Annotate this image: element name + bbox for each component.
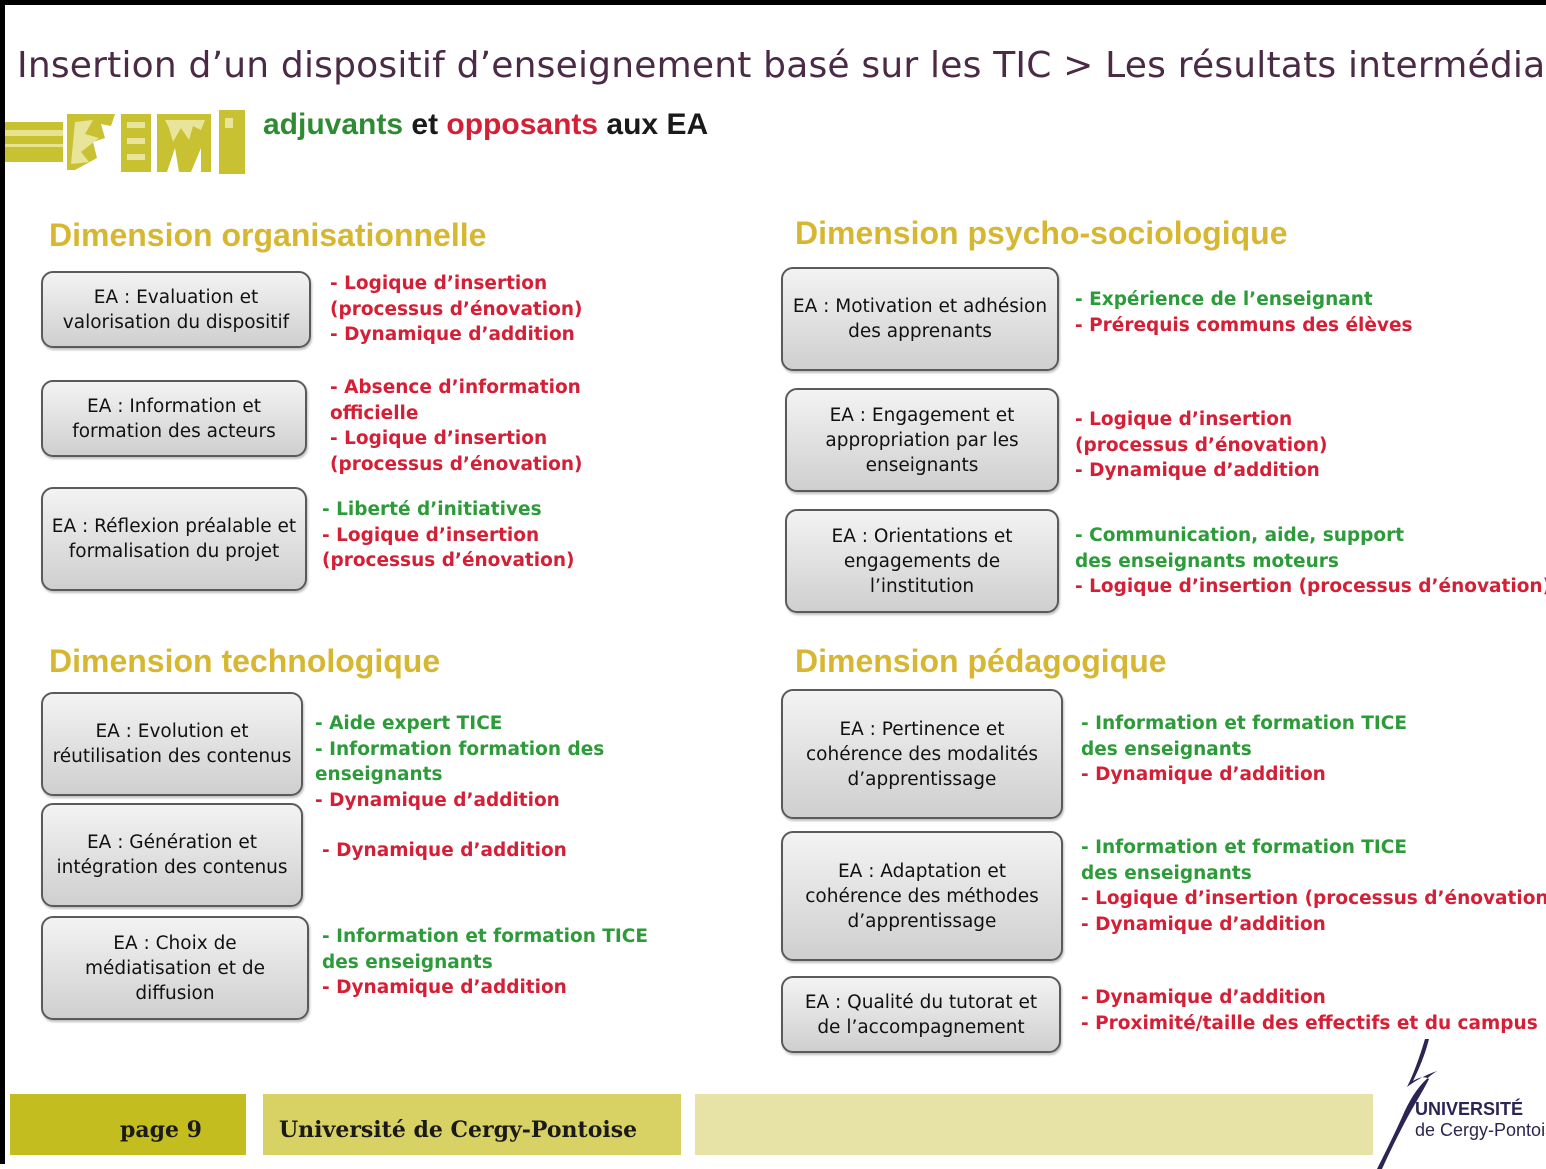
factor-item: - Logique d’insertion (processus d’énova… xyxy=(330,428,583,475)
slide-title: Insertion d’un dispositif d’enseignement… xyxy=(17,45,1546,86)
ea-box-choix: EA : Choix de médiatisation et de diffus… xyxy=(41,916,309,1020)
subtitle: adjuvants et opposants aux EA xyxy=(263,108,708,142)
factor-list: - Information et formation TICE des ense… xyxy=(1081,835,1546,937)
factor-item: - Dynamique d’addition xyxy=(322,977,567,998)
subtitle-adjuvants: adjuvants xyxy=(263,108,404,141)
factor-item: - Liberté d’initiatives xyxy=(322,499,542,520)
factor-list: - Aide expert TICE - Information formati… xyxy=(315,711,715,813)
dimension-organisationnelle-title: Dimension organisationnelle xyxy=(49,217,487,253)
factor-item: - Logique d’insertion (processus d’énova… xyxy=(1075,576,1546,597)
dimension-technologique-title: Dimension technologique xyxy=(49,643,441,679)
factor-list: - Dynamique d’addition xyxy=(322,838,652,864)
factor-item: - Dynamique d’addition xyxy=(1075,460,1320,481)
factor-item: - Dynamique d’addition xyxy=(315,789,560,811)
factor-list: - Information et formation TICE des ense… xyxy=(322,924,667,1001)
factor-item: - Logique d’insertion (processus d’énova… xyxy=(330,273,583,320)
factor-item: - Logique d’insertion (processus d’énova… xyxy=(1075,409,1328,456)
factor-item: - Dynamique d’addition xyxy=(1081,764,1326,785)
factor-item: - Expérience de l’enseignant xyxy=(1075,289,1373,310)
subtitle-et: et xyxy=(403,108,447,141)
factor-item: - Communication, aide, support des ensei… xyxy=(1075,525,1405,572)
page-number: page 9 xyxy=(120,1117,202,1143)
ea-box-evaluation: EA : Evaluation et valorisation du dispo… xyxy=(41,271,311,348)
factor-list: - Dynamique d’addition - Proximité/taill… xyxy=(1081,985,1538,1036)
ea-box-adaptation: EA : Adaptation et cohérence des méthode… xyxy=(781,831,1063,961)
footer-panel-blank xyxy=(695,1094,1373,1155)
factor-item: - Dynamique d’addition xyxy=(1081,913,1326,935)
ea-box-evolution: EA : Evolution et réutilisation des cont… xyxy=(41,692,303,796)
ea-box-pertinence: EA : Pertinence et cohérence des modalit… xyxy=(781,689,1063,819)
factor-list: - Expérience de l’enseignant - Prérequis… xyxy=(1075,287,1515,338)
footer-panel-university xyxy=(263,1094,681,1155)
factor-item: - Aide expert TICE xyxy=(315,713,503,734)
ea-box-information: EA : Information et formation des acteur… xyxy=(41,380,307,457)
ea-box-engagement: EA : Engagement et appropriation par les… xyxy=(785,388,1059,492)
decorative-logo-band xyxy=(5,110,245,174)
factor-item: - Prérequis communs des élèves xyxy=(1075,314,1413,336)
factor-item: - Dynamique d’addition xyxy=(330,324,575,345)
factor-item: - Logique d’insertion (processus d’énova… xyxy=(322,524,575,572)
factor-item: - Logique d’insertion (processus d’énova… xyxy=(1081,888,1546,909)
ea-box-qualite: EA : Qualité du tutorat et de l’accompag… xyxy=(781,976,1061,1053)
dimension-psycho-title: Dimension psycho-sociologique xyxy=(795,215,1288,251)
ea-box-reflexion: EA : Réflexion préalable et formalisatio… xyxy=(41,487,307,591)
dimension-pedagogique-title: Dimension pédagogique xyxy=(795,643,1167,679)
factor-list: - Liberté d’initiatives - Logique d’inse… xyxy=(322,497,652,574)
factor-list: - Logique d’insertion (processus d’énova… xyxy=(1075,407,1405,484)
logo-text-cergy: de Cergy-Pontoise xyxy=(1415,1120,1546,1140)
factor-item: - Dynamique d’addition xyxy=(1081,987,1326,1008)
ea-box-orientations: EA : Orientations et engagements de l’in… xyxy=(785,509,1059,613)
factor-list: - Logique d’insertion (processus d’énova… xyxy=(330,271,660,348)
factor-list: - Absence d’information officielle - Log… xyxy=(330,375,660,477)
factor-item: - Absence d’information officielle xyxy=(330,377,581,424)
subtitle-opposants: opposants xyxy=(446,108,599,141)
factor-item: - Information et formation TICE des ense… xyxy=(1081,837,1408,884)
ea-box-generation: EA : Génération et intégration des conte… xyxy=(41,803,303,907)
footer-panel-page xyxy=(10,1094,246,1155)
logo-text-universite: UNIVERSITÉ xyxy=(1415,1099,1524,1119)
ea-box-motivation: EA : Motivation et adhésion des apprenan… xyxy=(781,267,1059,371)
factor-item: - Information et formation TICE des ense… xyxy=(1081,713,1408,760)
factor-list: - Communication, aide, support des ensei… xyxy=(1075,523,1546,600)
factor-item: - Proximité/taille des effectifs et du c… xyxy=(1081,1012,1538,1034)
factor-item: - Information formation des enseignants xyxy=(315,738,605,786)
factor-item: - Dynamique d’addition xyxy=(322,840,567,861)
factor-item: - Information et formation TICE des ense… xyxy=(322,926,649,973)
footer-university-name: Université de Cergy-Pontoise xyxy=(279,1117,638,1143)
subtitle-aux-ea: aux EA xyxy=(598,108,709,141)
factor-list: - Information et formation TICE des ense… xyxy=(1081,711,1431,788)
